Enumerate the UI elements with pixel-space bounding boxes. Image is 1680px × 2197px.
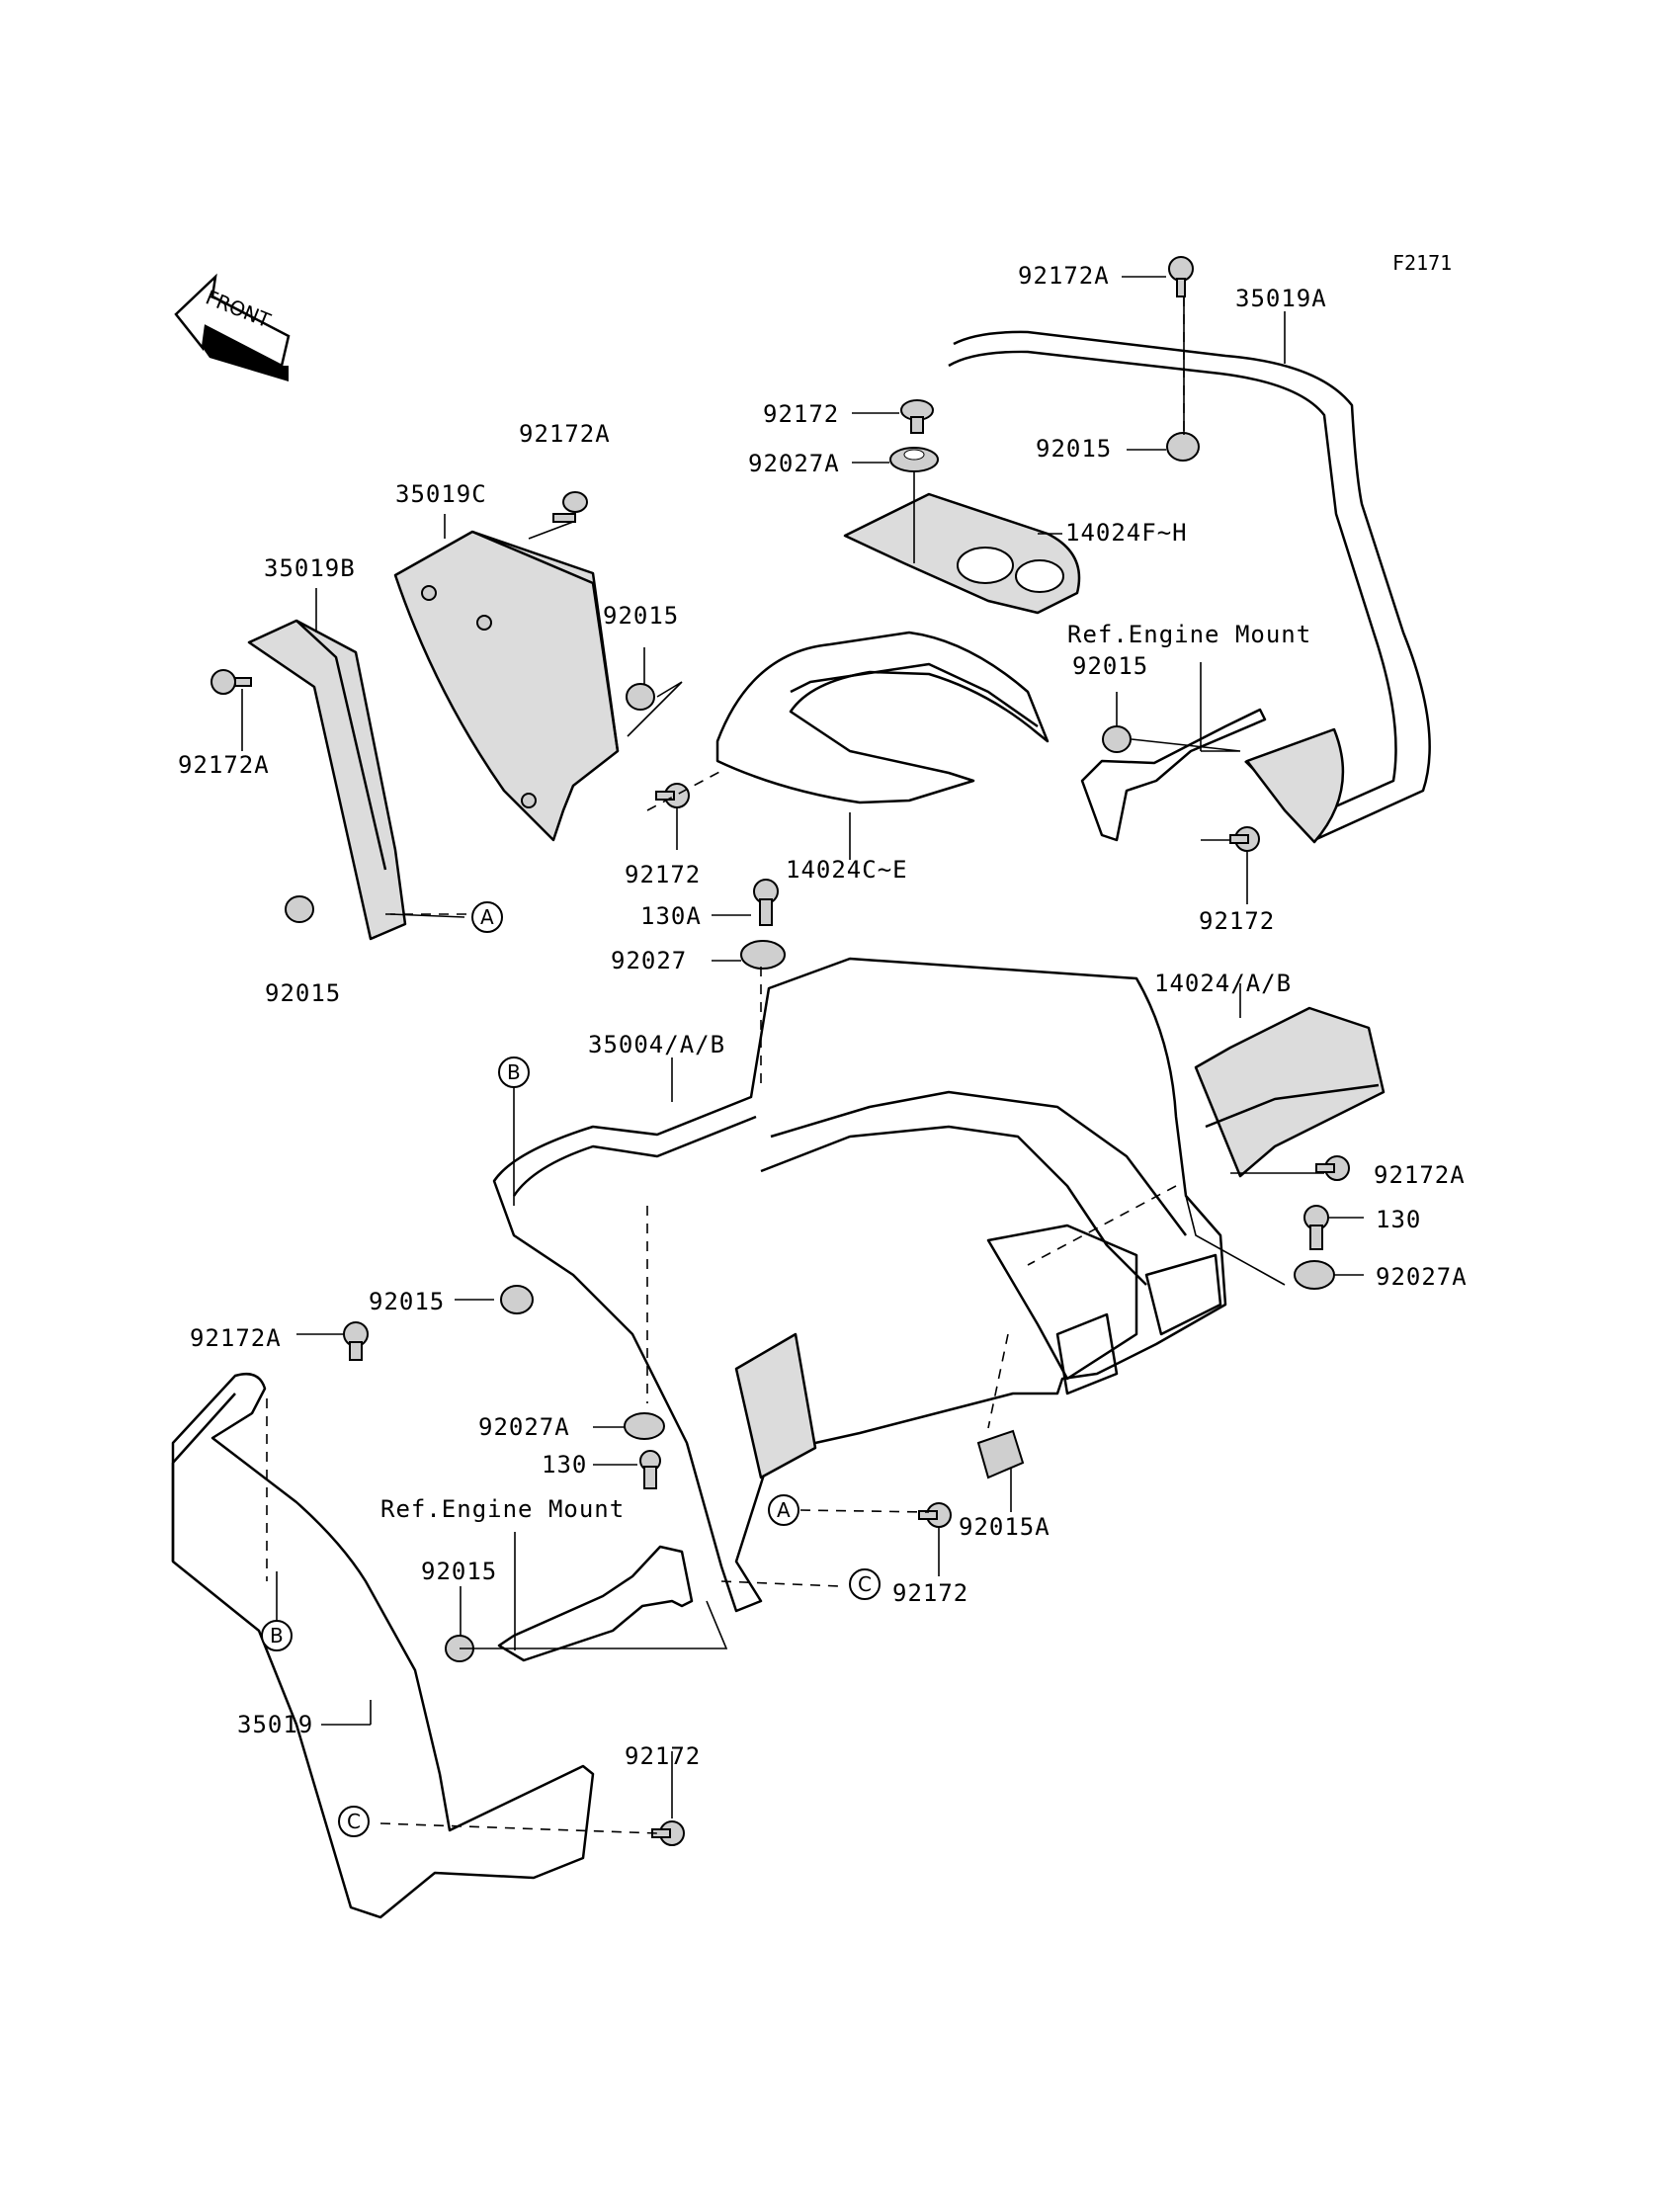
label-92027A-top[interactable]: 92027A xyxy=(748,450,840,477)
hardware xyxy=(210,256,1350,1846)
label-92015-left[interactable]: 92015 xyxy=(265,979,341,1007)
callout-C-right[interactable]: C xyxy=(849,1568,881,1600)
callout-B-lower[interactable]: B xyxy=(261,1571,293,1651)
label-14024-A-B[interactable]: 14024/A/B xyxy=(1154,970,1292,997)
part-35019C xyxy=(393,530,620,842)
label-92172A-right[interactable]: 92172A xyxy=(1374,1161,1466,1189)
label-92172A-low[interactable]: 92172A xyxy=(190,1324,282,1352)
label-92027[interactable]: 92027 xyxy=(611,947,687,974)
svg-text:B: B xyxy=(507,1060,521,1084)
label-92172-right[interactable]: 92172 xyxy=(1199,907,1275,935)
front-arrow-icon: FRONT xyxy=(174,273,291,381)
nut-92015-left xyxy=(285,895,314,923)
label-92015-low[interactable]: 92015 xyxy=(421,1558,497,1585)
bolt-92172-right xyxy=(1229,826,1260,852)
label-ref-engine-mount-1[interactable]: Ref.Engine Mount xyxy=(1067,621,1311,648)
label-92015-ref1[interactable]: 92015 xyxy=(1072,652,1148,680)
bolt-92172A-top xyxy=(1168,256,1194,297)
label-92015A[interactable]: 92015A xyxy=(959,1513,1050,1541)
label-92172A-c[interactable]: 92172A xyxy=(519,420,611,448)
label-35004-A-B[interactable]: 35004/A/B xyxy=(588,1031,725,1058)
label-14024F-H[interactable]: 14024F~H xyxy=(1065,519,1188,547)
label-130A[interactable]: 130A xyxy=(640,902,702,930)
callout-A-upper[interactable]: A xyxy=(389,901,503,933)
figure-code: F2171 xyxy=(1392,251,1452,275)
label-130-right[interactable]: 130 xyxy=(1376,1206,1421,1233)
bolt-92172-top xyxy=(900,399,934,434)
label-92172A-top[interactable]: 92172A xyxy=(1018,262,1110,290)
callout-B-upper[interactable]: B xyxy=(498,1056,530,1206)
label-14024C-E[interactable]: 14024C~E xyxy=(786,856,908,884)
label-92172-bottom[interactable]: 92172 xyxy=(625,1742,701,1770)
label-92027A-right[interactable]: 92027A xyxy=(1376,1263,1468,1291)
nut-92015-mid xyxy=(626,683,655,711)
nut-92015-center xyxy=(500,1285,534,1314)
svg-text:C: C xyxy=(347,1810,361,1833)
nut-92015-ref1 xyxy=(1102,725,1132,753)
bolt-92172A-left xyxy=(210,669,252,695)
callout-A-lower[interactable]: A xyxy=(768,1494,799,1526)
label-92172-low[interactable]: 92172 xyxy=(892,1579,968,1607)
callout-C-left[interactable]: C xyxy=(338,1806,370,1837)
part-14024C-E xyxy=(715,631,1050,804)
svg-text:A: A xyxy=(480,905,494,929)
label-35019B[interactable]: 35019B xyxy=(264,554,356,582)
label-35019[interactable]: 35019 xyxy=(237,1711,313,1738)
clip-92015A xyxy=(976,1429,1025,1479)
label-92015-tr[interactable]: 92015 xyxy=(1036,435,1112,463)
part-35019A xyxy=(948,330,1431,844)
label-92172-mid[interactable]: 92172 xyxy=(625,861,701,888)
label-ref-engine-mount-2[interactable]: Ref.Engine Mount xyxy=(380,1495,625,1523)
grommet-92027A-right xyxy=(1294,1260,1335,1290)
engine-mount-bracket-lower xyxy=(497,1545,694,1662)
part-labels: 92172A 35019A 92172 92015 92027A 14024F~… xyxy=(178,262,1468,1770)
svg-text:B: B xyxy=(270,1624,284,1648)
part-14024F-H xyxy=(843,492,1081,615)
part-35004-A-B xyxy=(492,957,1227,1613)
label-92172A-left[interactable]: 92172A xyxy=(178,751,270,779)
bolt-92172A-low xyxy=(343,1321,369,1361)
label-130-low[interactable]: 130 xyxy=(542,1451,587,1479)
bolt-92172A-right xyxy=(1315,1155,1350,1181)
bolt-92172-mid xyxy=(655,783,690,808)
part-35019B xyxy=(247,619,407,941)
label-35019A[interactable]: 35019A xyxy=(1235,285,1327,312)
label-92015-center[interactable]: 92015 xyxy=(369,1288,445,1315)
label-35019C[interactable]: 35019C xyxy=(395,480,487,508)
bolt-130-right xyxy=(1303,1205,1329,1250)
svg-text:A: A xyxy=(777,1498,791,1522)
label-92027A-low[interactable]: 92027A xyxy=(478,1413,570,1441)
dashed-connectors xyxy=(266,296,1185,1834)
bolt-92172-bottom xyxy=(651,1820,685,1846)
bolt-92172A-c xyxy=(552,491,588,523)
grommet-92027A-top xyxy=(889,447,939,472)
label-92172-top[interactable]: 92172 xyxy=(763,400,839,428)
bolt-130-low xyxy=(639,1450,661,1489)
engine-mount-bracket-upper xyxy=(1080,708,1267,842)
label-92015-mid[interactable]: 92015 xyxy=(603,602,679,630)
part-35019 xyxy=(171,1372,595,1919)
grommet-92027A-low xyxy=(624,1412,665,1440)
bolt-130A xyxy=(753,879,779,926)
svg-text:C: C xyxy=(858,1572,872,1596)
grommet-92027 xyxy=(740,940,786,970)
nut-92015-tr xyxy=(1166,432,1200,462)
part-14024-A-B xyxy=(1194,1006,1386,1178)
bolt-92172-low xyxy=(918,1502,952,1528)
leader-lines xyxy=(241,276,1364,1818)
